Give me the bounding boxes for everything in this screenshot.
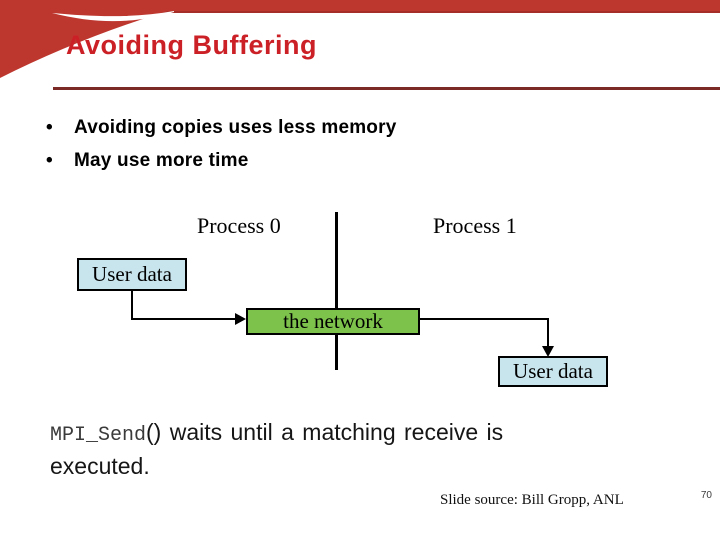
bullet-list: • Avoiding copies uses less memory • May… [46,112,646,178]
network-box-label: the network [283,309,383,333]
arrow-send-vertical-segment [131,290,133,320]
process-divider-line-upper [335,212,338,308]
arrowhead-down-icon [542,346,554,357]
caption-plain-text: () waits until a matching receive is exe… [50,419,504,479]
bullet-text: May use more time [74,150,249,171]
bullet-marker: • [46,117,53,138]
title-underline-rule [53,87,720,90]
user-data-box-label: User data [92,262,172,286]
arrow-receive-vertical-segment [547,318,549,348]
user-data-box-sender: User data [77,258,187,291]
list-item: • May use more time [46,145,646,178]
page-number: 70 [700,490,712,501]
slide-source-credit: Slide source: Bill Gropp, ANL [440,492,624,508]
bullet-marker: • [46,150,53,171]
process1-label: Process 1 [433,213,517,238]
slide-title: Avoiding Buffering [66,30,317,60]
caption-text: MPI_Send() waits until a matching receiv… [50,417,606,481]
mpi-send-code: MPI_Send [50,424,147,447]
bullet-text: Avoiding copies uses less memory [74,117,397,138]
user-data-box-receiver: User data [498,356,608,387]
arrow-send-horizontal-segment [131,318,235,320]
process0-label: Process 0 [197,213,281,238]
arrowhead-right-icon [235,313,246,325]
process-divider-line-lower [335,335,338,370]
list-item: • Avoiding copies uses less memory [46,112,646,145]
network-box: the network [246,308,420,335]
user-data-box-label: User data [513,359,593,383]
arrow-receive-horizontal-segment [420,318,549,320]
